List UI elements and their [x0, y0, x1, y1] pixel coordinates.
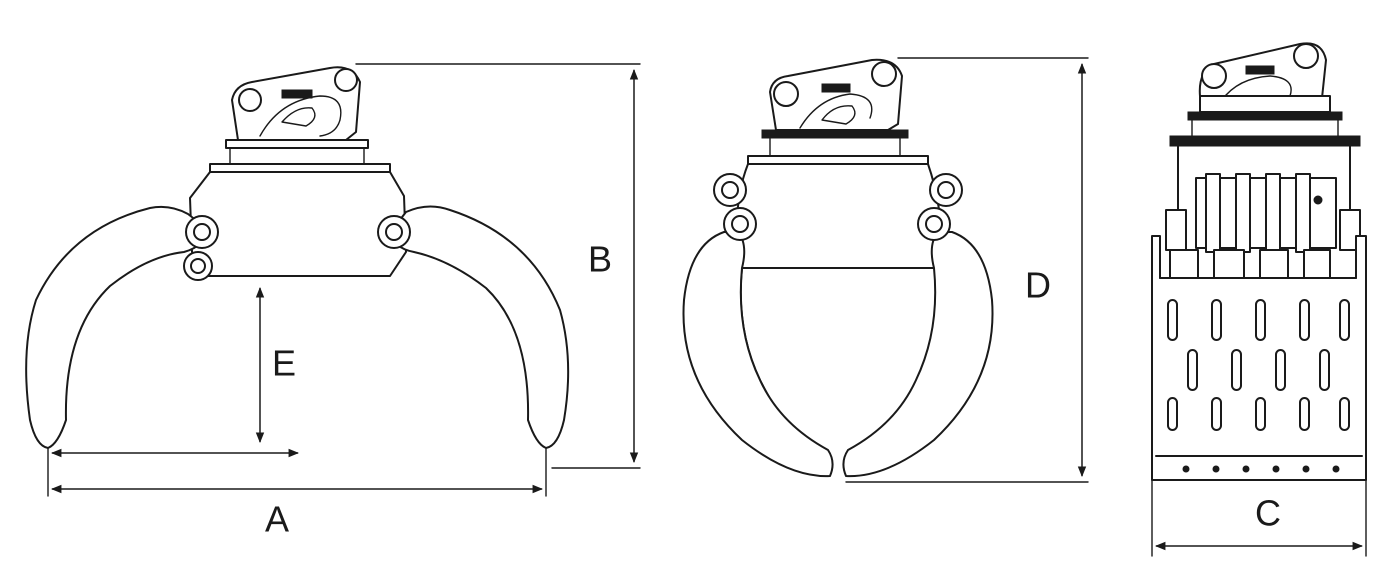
dimension-label-e: E: [272, 343, 296, 384]
dimension-c: C: [1151, 479, 1367, 557]
dimension-label-a: A: [265, 499, 289, 540]
front-view-closed: [682, 58, 994, 478]
dimension-d: D: [845, 57, 1089, 483]
dimension-label-b: B: [588, 239, 612, 280]
dimension-e: E: [50, 286, 300, 458]
dimension-a: A: [47, 447, 547, 540]
dimension-b: B: [355, 63, 641, 469]
front-view-open: [25, 66, 570, 449]
dimension-label-d: D: [1025, 265, 1051, 306]
dimension-label-c: C: [1255, 493, 1281, 534]
side-view: [1151, 42, 1367, 481]
